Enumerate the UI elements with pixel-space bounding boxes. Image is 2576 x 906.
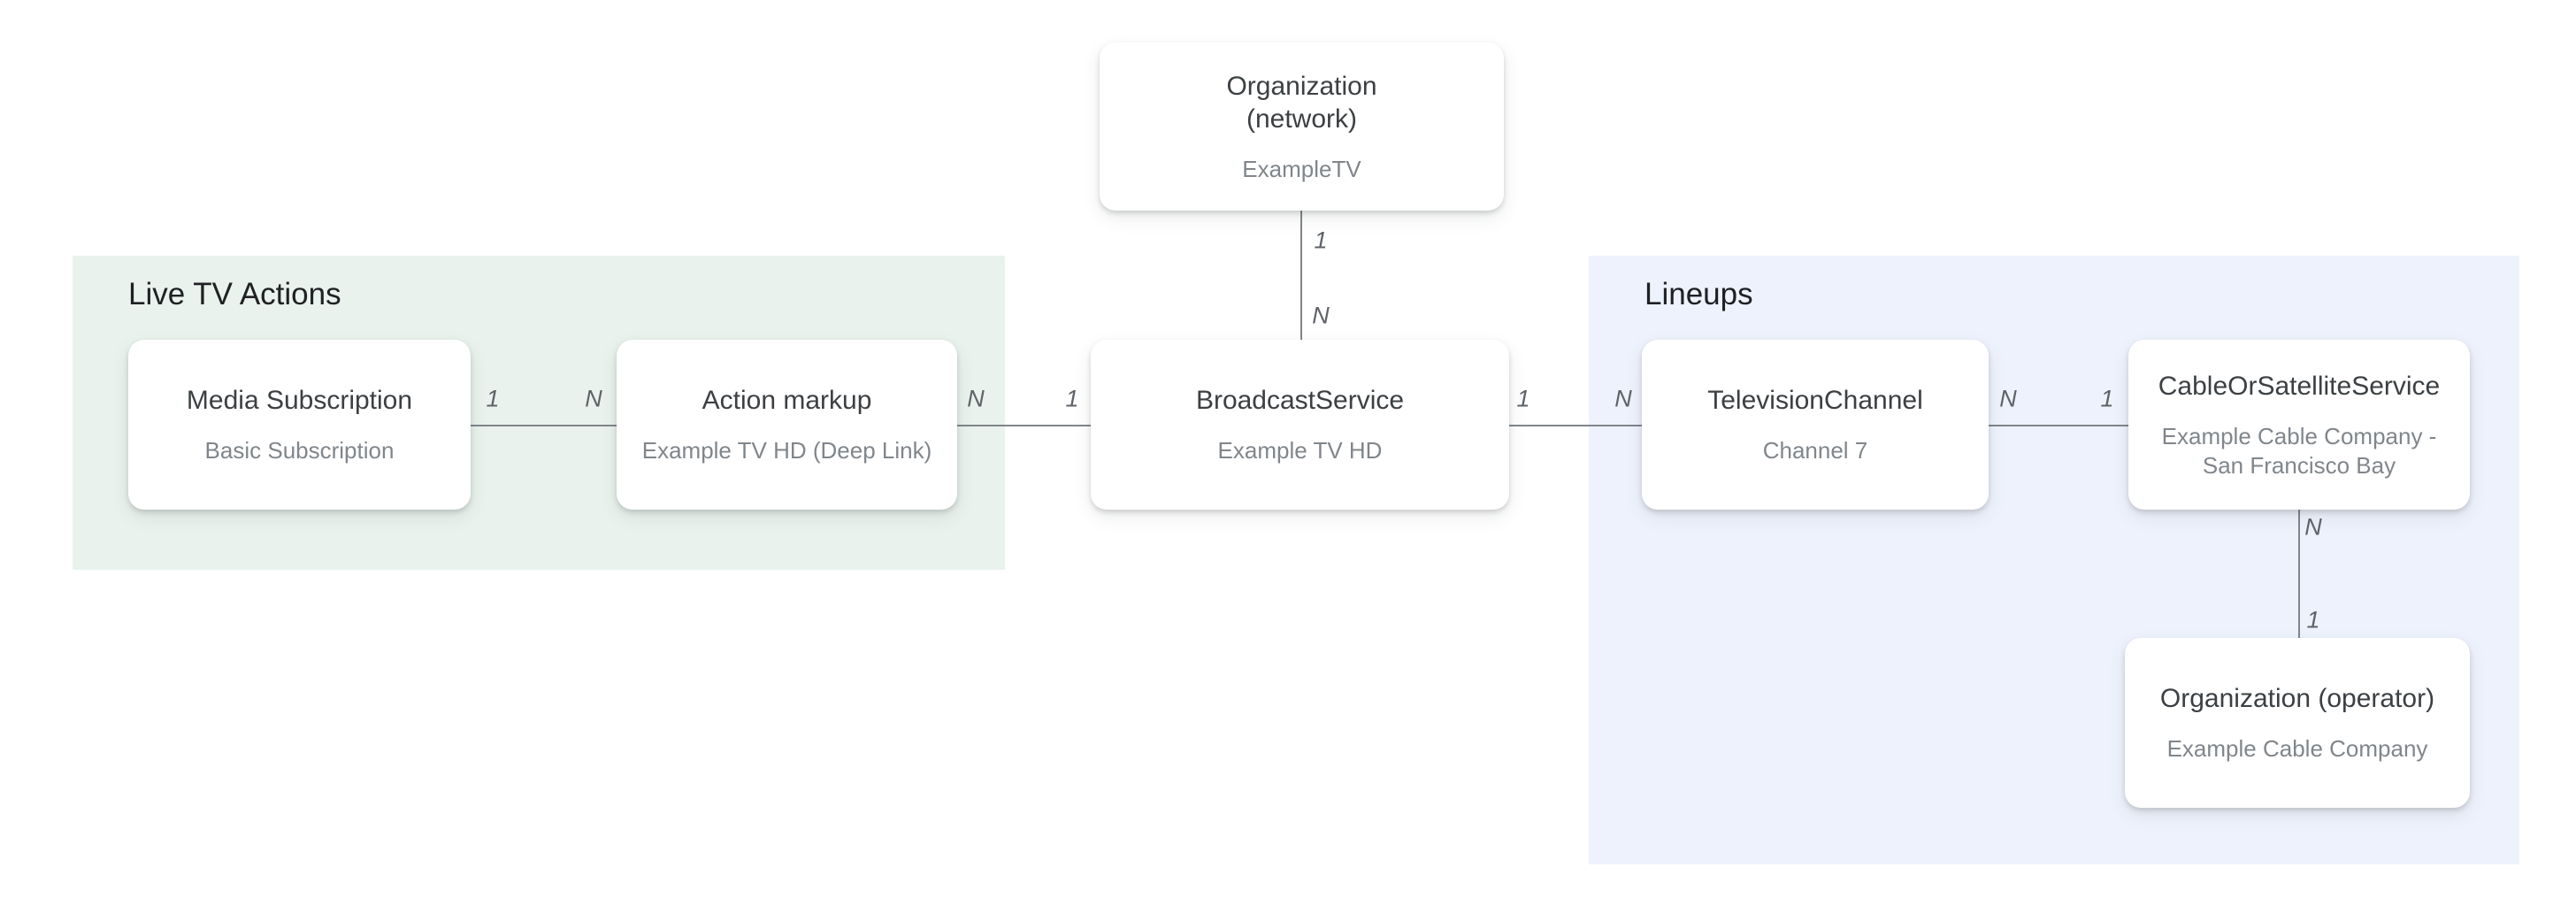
cardinality-label: 1 — [486, 385, 500, 412]
node-title: Action markup — [702, 384, 872, 417]
region-label-lineups: Lineups — [1644, 277, 1753, 311]
cardinality-label: 1 — [1516, 385, 1530, 412]
node-subtitle: Example Cable Company — [2167, 734, 2428, 764]
node-title-line: (network) — [1246, 104, 1357, 134]
node-title: CableOrSatelliteService — [2158, 370, 2440, 403]
node-subtitle-line: Basic Subscription — [204, 437, 395, 464]
node-action-markup: Action markup Example TV HD (Deep Link) — [617, 340, 957, 510]
edge-line-broadcast-to-television-channel — [1509, 425, 1642, 426]
cardinality-label: 1 — [1065, 385, 1079, 412]
cardinality-label: N — [1312, 302, 1330, 329]
edge-line-cable-to-operator — [2298, 510, 2300, 638]
node-cable-or-satellite-service: CableOrSatelliteService Example Cable Co… — [2128, 340, 2470, 510]
node-subtitle: Example Cable Company - San Francisco Ba… — [2162, 422, 2437, 480]
node-broadcast-service: BroadcastService Example TV HD — [1091, 340, 1509, 510]
node-subtitle-line: Example TV HD — [1217, 437, 1383, 464]
node-title-line: Organization (operator) — [2159, 684, 2435, 713]
node-title-line: CableOrSatelliteService — [2158, 371, 2441, 401]
cardinality-label: 1 — [2100, 385, 2114, 412]
node-title: Media Subscription — [187, 384, 412, 417]
region-label-live-tv-actions: Live TV Actions — [128, 277, 341, 311]
node-subtitle: Example TV HD (Deep Link) — [642, 436, 932, 465]
node-subtitle-line: Example TV HD (Deep Link) — [641, 437, 932, 464]
node-subtitle: Channel 7 — [1763, 436, 1868, 465]
node-subtitle-line: San Francisco Bay — [2202, 451, 2396, 479]
node-title: Organization (network) — [1226, 70, 1376, 135]
node-title: BroadcastService — [1196, 384, 1404, 417]
node-subtitle-line: Example Cable Company - — [2161, 422, 2437, 449]
cardinality-label: N — [1614, 385, 1632, 412]
cardinality-label: N — [1999, 385, 2017, 412]
cardinality-label: N — [585, 385, 602, 412]
cardinality-label: 1 — [2306, 606, 2320, 633]
cardinality-label: 1 — [1314, 226, 1328, 254]
node-title-line: Media Subscription — [186, 386, 413, 415]
edge-line-television-channel-to-cable — [1989, 425, 2128, 426]
node-organization-network: Organization (network) ExampleTV — [1100, 42, 1504, 211]
node-title: Organization (operator) — [2160, 682, 2434, 715]
edge-line-media-subscription-to-action-markup — [471, 425, 617, 426]
node-subtitle-line: Channel 7 — [1762, 437, 1868, 464]
cardinality-label: N — [967, 385, 985, 412]
node-subtitle-line: ExampleTV — [1242, 155, 1361, 182]
edge-line-network-to-broadcast — [1300, 211, 1302, 340]
node-organization-operator: Organization (operator) Example Cable Co… — [2125, 638, 2470, 808]
node-media-subscription: Media Subscription Basic Subscription — [128, 340, 471, 510]
cardinality-label: N — [2304, 513, 2322, 541]
node-subtitle-line: Example Cable Company — [2166, 735, 2428, 762]
node-television-channel: TelevisionChannel Channel 7 — [1642, 340, 1989, 510]
edge-line-action-markup-to-broadcast — [957, 425, 1091, 426]
node-title: TelevisionChannel — [1707, 384, 1923, 417]
node-title-line: Action markup — [702, 386, 872, 415]
node-subtitle: Example TV HD — [1218, 436, 1383, 465]
node-title-line: Organization — [1226, 71, 1377, 101]
node-title-line: BroadcastService — [1195, 386, 1405, 415]
node-subtitle: ExampleTV — [1242, 155, 1361, 184]
node-title-line: TelevisionChannel — [1707, 386, 1923, 415]
node-subtitle: Basic Subscription — [205, 436, 395, 465]
